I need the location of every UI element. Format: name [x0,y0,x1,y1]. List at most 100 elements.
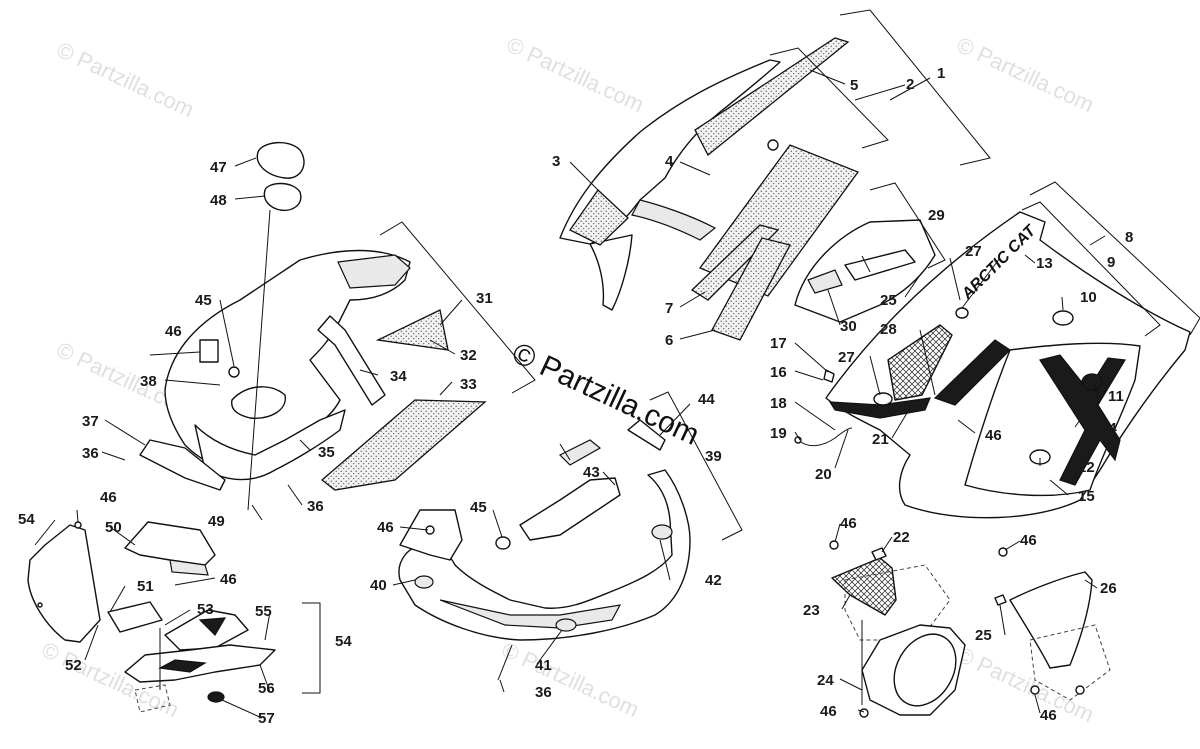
knob-57 [207,691,225,703]
callout: 49 [208,513,225,530]
fastener-46g [1075,685,1085,695]
watermark: © Partzilla.com [53,37,198,122]
grille-23 [831,557,897,616]
clip-17 [823,369,835,383]
callout: 11 [1108,388,1124,405]
gasket-48 [263,182,302,212]
bracket-44 [627,419,666,451]
grommet-27 [873,392,893,406]
bracket-38 [558,439,602,466]
callout: 10 [1080,289,1097,306]
callout-repeat: 54 [335,633,352,650]
group-brackets [302,9,1200,694]
center-watermark: © Partzilla.com [507,336,704,451]
callout: 12 [1078,459,1095,476]
callout: 42 [705,572,722,589]
bracket-2 [769,47,889,149]
leader-lines [34,69,1106,719]
mount-outline [134,684,171,713]
wire-harness [797,427,853,447]
bracket-39 [649,391,743,541]
grommet-40 [414,575,434,589]
bracket-8 [1029,181,1200,336]
belly-pan [398,469,691,641]
belly-pan-assembly [398,419,691,681]
callout: 30 [840,318,857,335]
watermark: © Partzilla.com [953,32,1098,117]
grommet-10 [1052,310,1074,326]
callout: 51 [137,578,154,595]
gasket-47 [256,142,305,179]
fastener-46f [1030,685,1040,695]
callout: 46 [377,519,394,536]
callout: 4 [665,153,674,170]
callout: 55 [255,603,272,620]
callout: 7 [665,300,673,317]
callout: 14 [1100,420,1117,437]
callout: 26 [1100,580,1117,597]
callout: 20 [815,466,832,483]
fastener-46e [859,708,869,718]
callout: 8 [1125,229,1133,246]
callout: 37 [82,413,99,430]
screw [149,351,201,356]
vent-x-graphic [1039,354,1126,486]
connector [794,436,802,444]
duct-opening [893,633,957,707]
callout-repeat: 27 [838,349,855,366]
grommet-45 [495,536,511,550]
brace-34 [317,315,386,406]
callout-repeat: 36 [307,498,324,515]
panel-lower-graphic [158,659,207,673]
foam-pad-7 [690,224,780,301]
callout-repeat: 46 [220,571,237,588]
callout: 44 [698,391,715,408]
callout: 47 [210,159,227,176]
side-panel-54 [27,524,101,643]
bracket-54 [302,602,321,694]
callout: 33 [460,376,477,393]
callout: 2 [906,76,914,93]
grommet-11 [1081,373,1103,391]
callout: 34 [390,368,407,385]
callout-repeat: 46 [820,703,837,720]
callout: 16 [770,364,787,381]
callout: 9 [1107,254,1115,271]
callout: 19 [770,425,787,442]
nose-trim-37 [139,439,226,491]
grommet [955,307,969,319]
callout: 13 [1036,255,1053,272]
watermark: © Partzilla.com [503,32,648,117]
callout: 1 [937,65,945,82]
callout: 24 [817,672,834,689]
bracket-9 [1021,201,1161,337]
callout: 5 [850,77,858,94]
bracket-46 [199,339,219,363]
callout: 43 [583,464,600,481]
watermark: © Partzilla.com [953,642,1098,727]
callout: 28 [880,321,897,338]
callout: 23 [803,602,820,619]
callout: 54 [18,511,35,528]
callout: 31 [476,290,493,307]
bracket-31 [379,221,536,394]
callout: 45 [195,292,212,309]
callout: 18 [770,395,787,412]
callout: 3 [552,153,560,170]
hood-left-panel [589,234,633,311]
callout-repeat: 25 [975,627,992,644]
box-51 [107,601,163,633]
clip-25 [994,594,1007,606]
nose-lower [194,409,346,481]
fastener [767,139,779,151]
callout-repeat: 46 [1020,532,1037,549]
belly-pan-side [399,509,463,561]
foam-pad-33 [320,399,487,491]
bracket-1 [839,9,991,166]
watermark: © Partzilla.com [498,637,643,722]
callout-repeat: 46 [985,427,1002,444]
callout: 36 [82,445,99,462]
panel-upper-55 [164,609,249,651]
callout: 21 [872,431,889,448]
